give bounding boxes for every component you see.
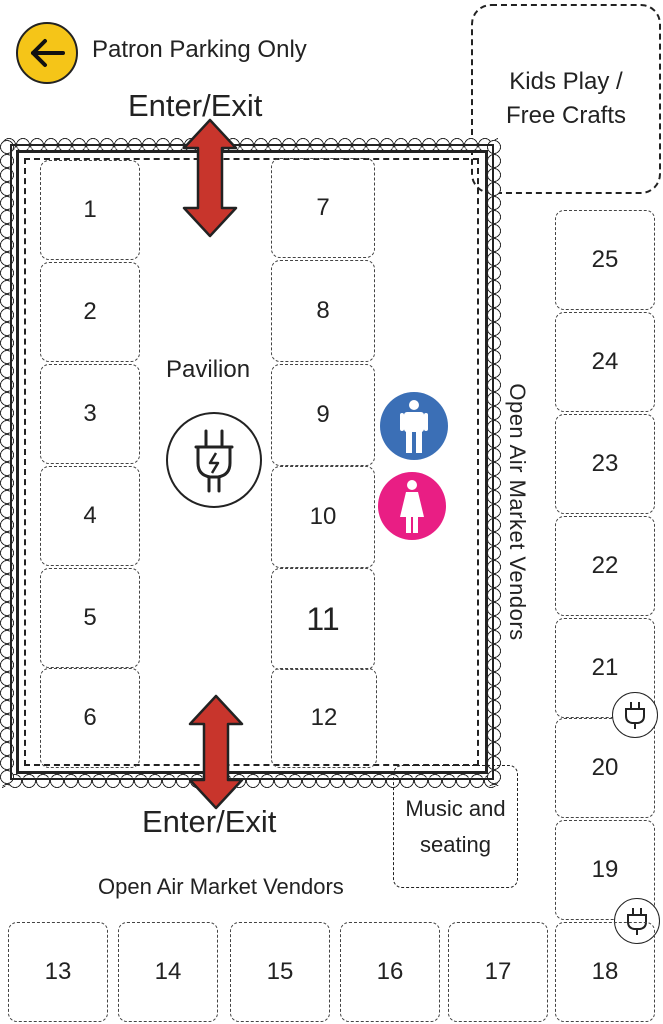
bottom-entrance-arrow-icon bbox=[188, 694, 244, 810]
parking-note: Patron Parking Only bbox=[92, 36, 307, 63]
pavilion-outline bbox=[10, 144, 494, 780]
booth-4[interactable]: 4 bbox=[40, 466, 140, 566]
top-entrance-label: Enter/Exit bbox=[128, 88, 263, 123]
pavilion-inner-outline bbox=[24, 158, 479, 766]
booth-8[interactable]: 8 bbox=[271, 260, 375, 362]
men-restroom-icon bbox=[380, 392, 448, 460]
pavilion-scallop-top bbox=[2, 138, 498, 152]
booth-23[interactable]: 23 bbox=[555, 414, 655, 514]
booth-17[interactable]: 17 bbox=[448, 922, 548, 1022]
pavilion-label: Pavilion bbox=[166, 356, 251, 383]
booth-2[interactable]: 2 bbox=[40, 262, 140, 362]
pavilion-scallop-right bbox=[487, 140, 501, 786]
women-restroom-icon bbox=[378, 472, 446, 540]
booth-21[interactable]: 21 bbox=[555, 618, 655, 718]
booth-5[interactable]: 5 bbox=[40, 568, 140, 668]
power-plug-icon bbox=[612, 692, 658, 738]
booth-20[interactable]: 20 bbox=[555, 718, 655, 818]
booth-10[interactable]: 10 bbox=[271, 466, 375, 568]
top-entrance-arrow-icon bbox=[182, 118, 238, 238]
bottom-entrance-label: Enter/Exit bbox=[142, 804, 277, 839]
booth-6[interactable]: 6 bbox=[40, 668, 140, 768]
bottom-vendors-label: Open Air Market Vendors bbox=[98, 874, 344, 899]
booth-11[interactable]: 11 bbox=[271, 568, 375, 670]
booth-12[interactable]: 12 bbox=[271, 668, 377, 768]
booth-7[interactable]: 7 bbox=[271, 158, 375, 258]
booth-22[interactable]: 22 bbox=[555, 516, 655, 616]
power-plug-icon bbox=[166, 412, 262, 508]
booth-18[interactable]: 18 bbox=[555, 922, 655, 1022]
booth-16[interactable]: 16 bbox=[340, 922, 440, 1022]
booth-9[interactable]: 9 bbox=[271, 364, 375, 466]
booth-14[interactable]: 14 bbox=[118, 922, 218, 1022]
booth-13[interactable]: 13 bbox=[8, 922, 108, 1022]
booth-15[interactable]: 15 bbox=[230, 922, 330, 1022]
kids-play-area: Kids Play / Free Crafts bbox=[471, 4, 661, 194]
arrow-left-icon bbox=[16, 22, 78, 84]
music-seating-area: Music and seating bbox=[393, 765, 518, 888]
booth-19[interactable]: 19 bbox=[555, 820, 655, 920]
booth-1[interactable]: 1 bbox=[40, 160, 140, 260]
booth-3[interactable]: 3 bbox=[40, 364, 140, 464]
booth-25[interactable]: 25 bbox=[555, 210, 655, 310]
right-vendors-label: Open Air Market Vendors bbox=[505, 383, 530, 641]
booth-24[interactable]: 24 bbox=[555, 312, 655, 412]
pavilion-scallop-left bbox=[0, 140, 14, 786]
power-plug-icon bbox=[614, 898, 660, 944]
